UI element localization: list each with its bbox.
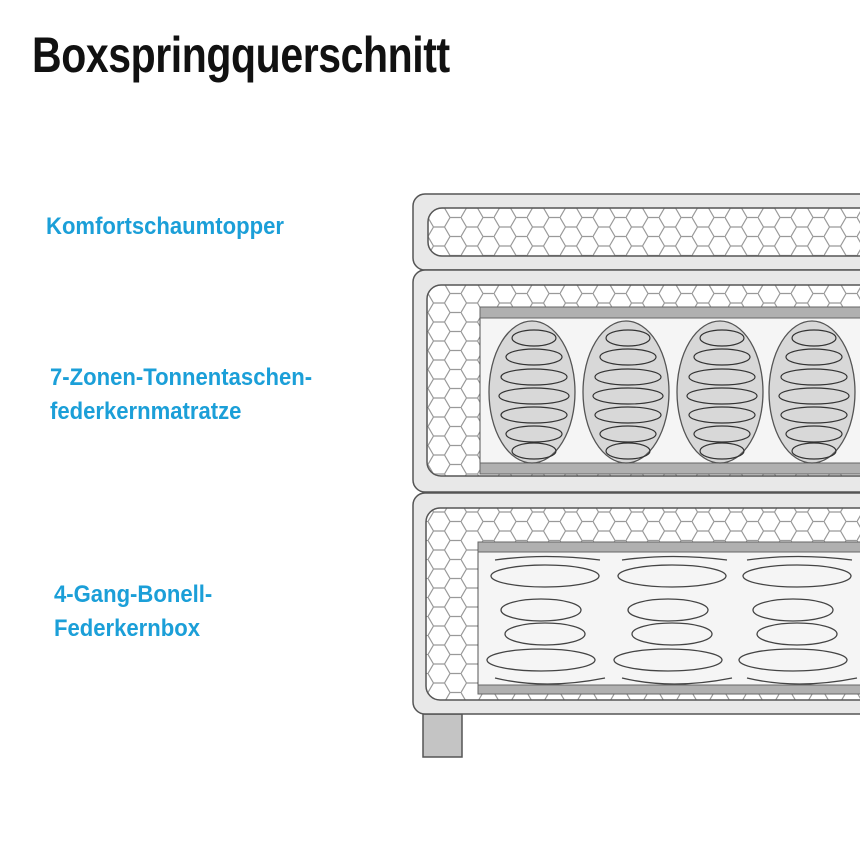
label-mattress: 7-Zonen-Tonnentaschen- federkernmatratze xyxy=(50,361,312,429)
pocket-spring xyxy=(676,320,764,464)
bonell-spring xyxy=(613,555,733,685)
label-box-line1: 4-Gang-Bonell- xyxy=(54,581,213,608)
pocket-spring xyxy=(768,320,856,464)
label-mattress-line2: federkernmatratze xyxy=(50,398,242,425)
bonell-spring xyxy=(738,555,858,685)
topper xyxy=(412,193,860,271)
bed-leg xyxy=(422,713,463,758)
label-box: 4-Gang-Bonell- Federkernbox xyxy=(54,578,212,646)
pocket-spring xyxy=(488,320,576,464)
label-box-line2: Federkernbox xyxy=(54,615,201,642)
page-title: Boxspringquerschnitt xyxy=(32,27,450,83)
pocket-spring xyxy=(582,320,670,464)
label-mattress-line1: 7-Zonen-Tonnentaschen- xyxy=(50,364,313,391)
label-topper: Komfortschaumtopper xyxy=(46,213,284,240)
pocket-spring-mattress xyxy=(412,269,860,493)
bonell-spring-box xyxy=(412,492,860,758)
bonell-spring xyxy=(486,555,606,685)
